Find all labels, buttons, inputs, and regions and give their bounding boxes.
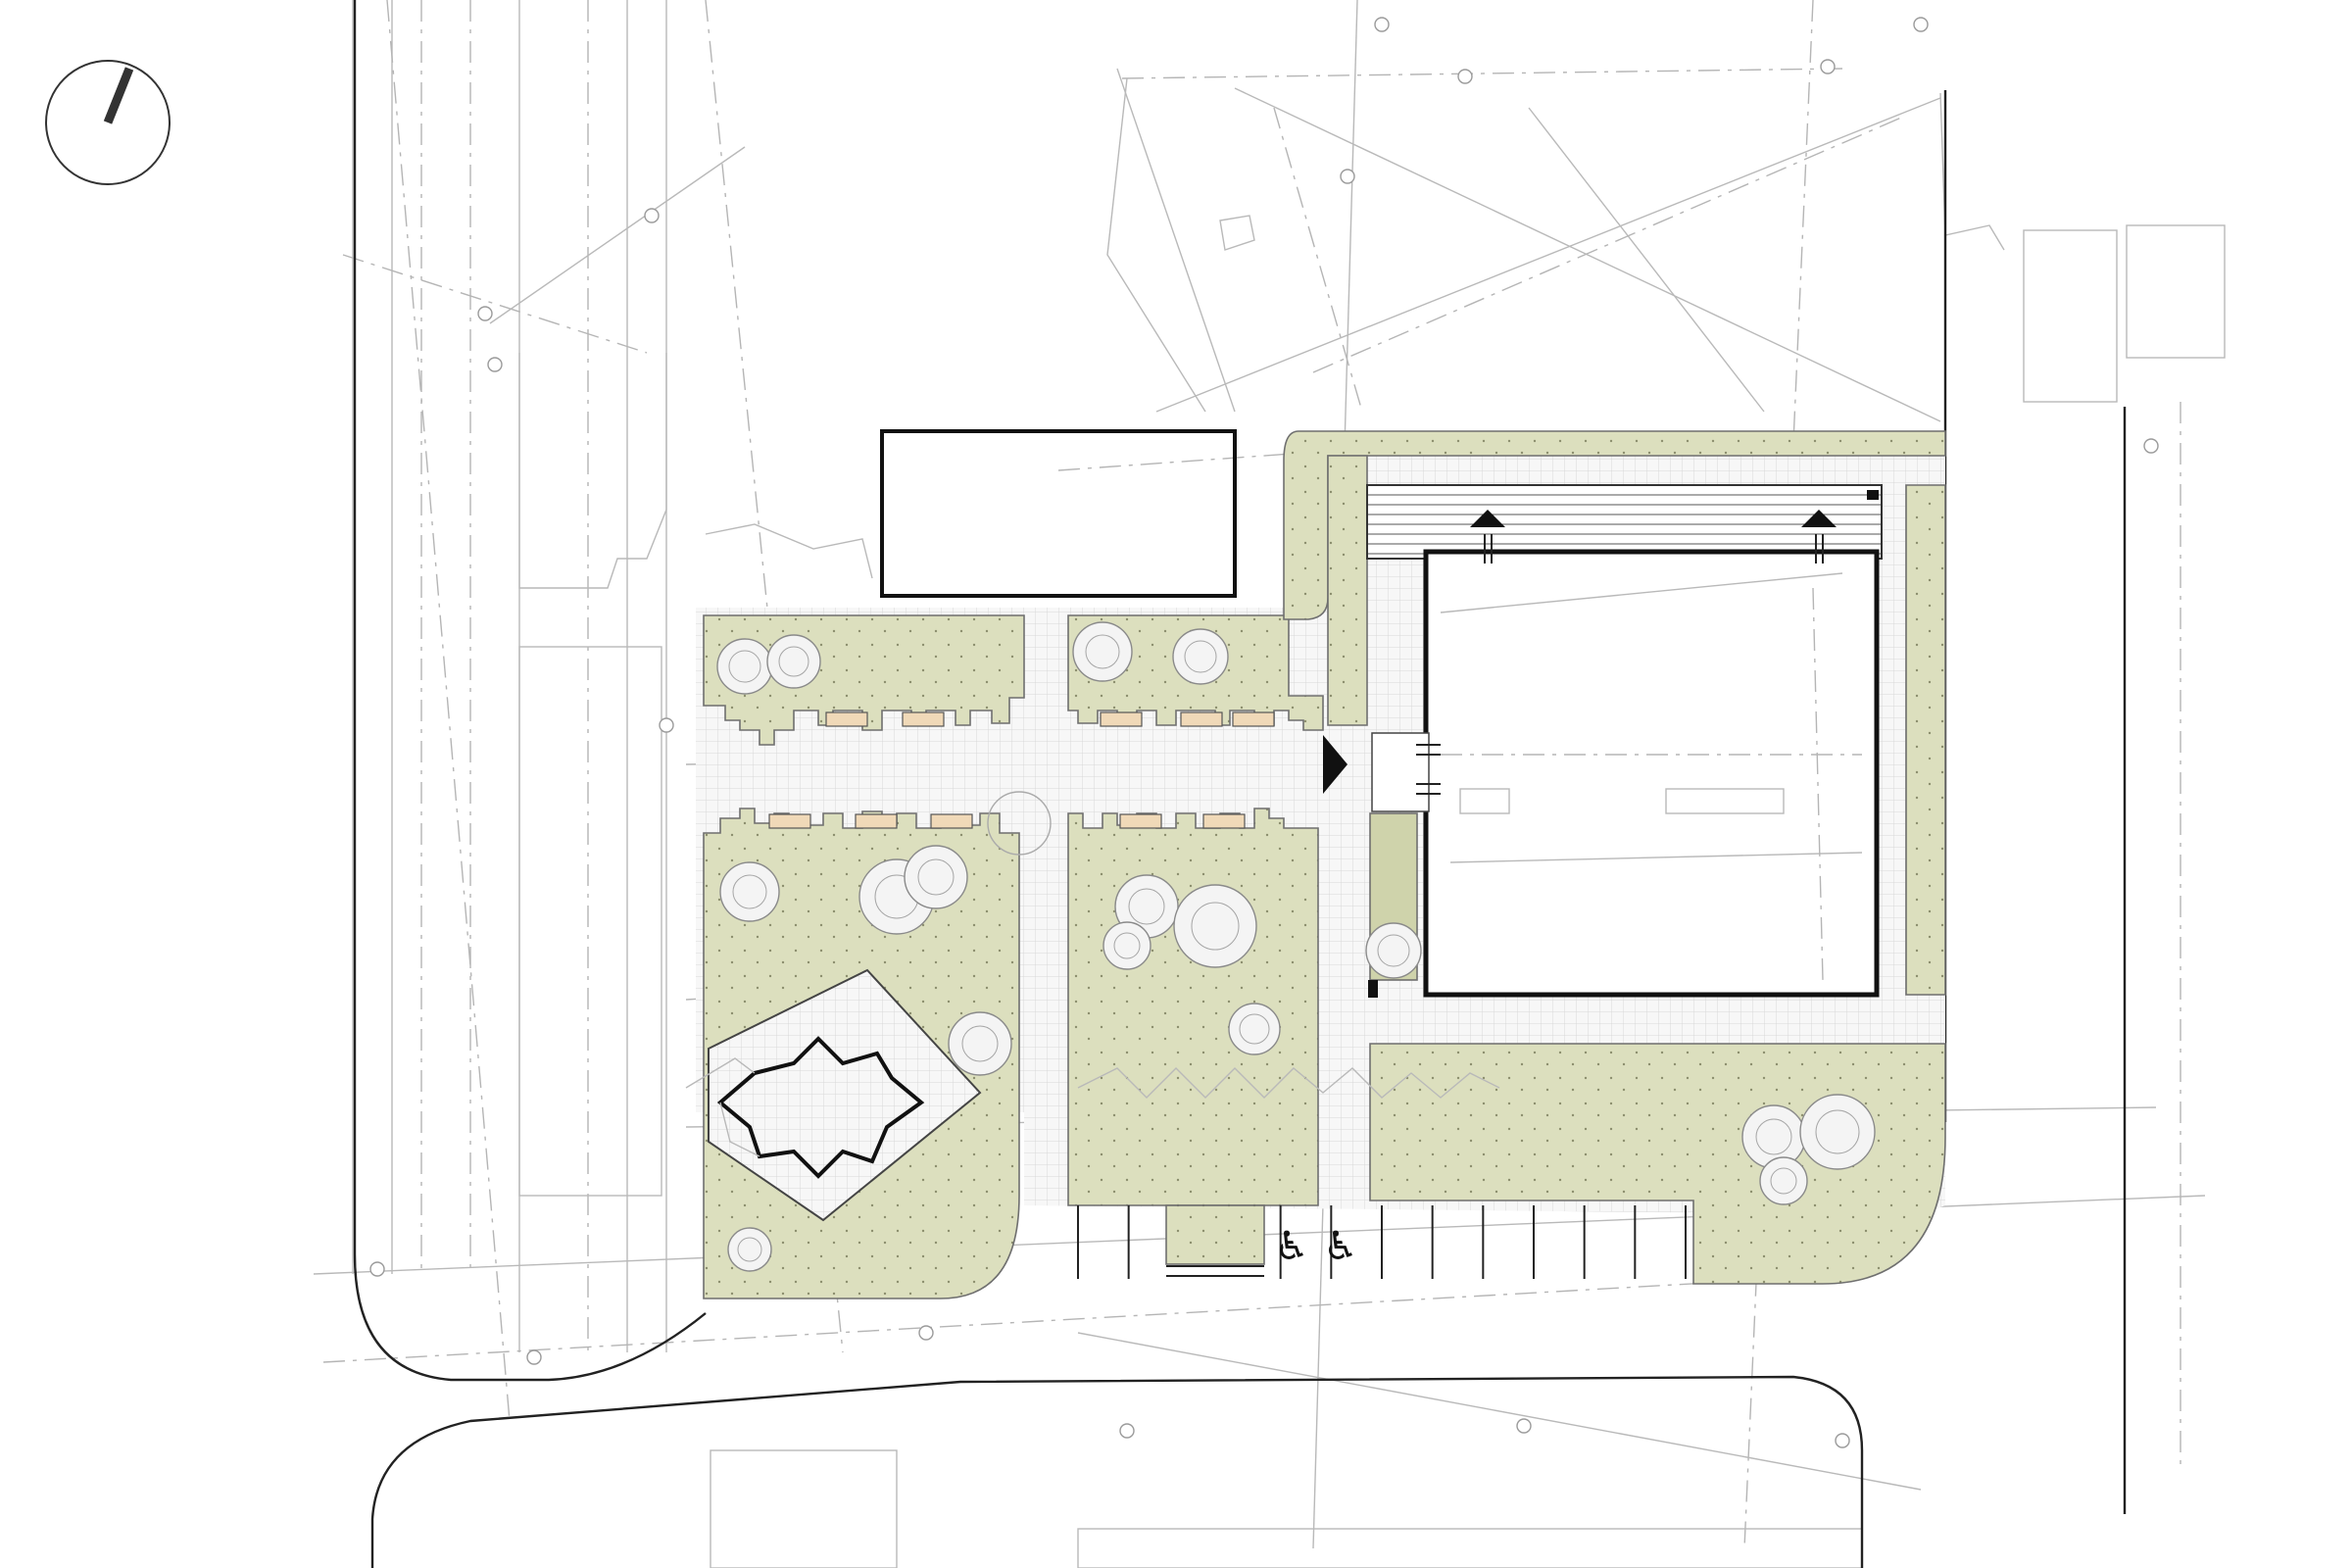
bench <box>1180 711 1223 727</box>
tree-canopy <box>948 1011 1012 1076</box>
entry-stair <box>1366 484 1883 560</box>
parking-area: ♿ ♿ <box>1077 1204 1687 1279</box>
entry-arrow-north-2 <box>1801 510 1837 527</box>
landscape-south-center <box>1067 808 1319 1206</box>
main-building-footprint <box>1423 549 1880 998</box>
tree-canopy <box>1741 1104 1806 1169</box>
bench <box>1100 711 1143 727</box>
main-building <box>1323 484 1883 998</box>
west-curb <box>353 0 707 1382</box>
tree-canopy <box>1173 884 1257 968</box>
tree-canopy <box>1072 621 1133 682</box>
accessible-stall-symbol: ♿ <box>1274 1224 1309 1269</box>
entry-arrow-north-1 <box>1470 510 1505 527</box>
west-entry-vestibule <box>1371 732 1430 812</box>
landscape-west-of-building <box>1327 455 1368 726</box>
pavilion-diamond-paving <box>708 968 982 1222</box>
bench <box>930 813 973 829</box>
tree-canopy <box>1172 628 1229 685</box>
entry-arrow-west <box>1323 735 1348 794</box>
tree-canopy <box>1759 1156 1808 1205</box>
tree-canopy <box>1228 1003 1281 1055</box>
parking-planter <box>1165 1204 1265 1265</box>
plaza-focal-circle <box>987 791 1052 856</box>
bench <box>1119 813 1162 829</box>
bench <box>902 711 945 727</box>
trees <box>716 621 1876 1272</box>
parking-stalls <box>1077 1205 1687 1279</box>
tree-canopy <box>1365 922 1422 979</box>
bench <box>768 813 811 829</box>
bench <box>1232 711 1275 727</box>
pavilion-star-outline <box>716 1036 925 1179</box>
benches <box>768 711 1275 829</box>
bench <box>825 711 868 727</box>
tree-canopy <box>1799 1094 1876 1170</box>
tree-canopy <box>727 1227 772 1272</box>
existing-building-north <box>880 429 1237 598</box>
tree-canopy <box>716 638 773 695</box>
tree-canopy <box>1102 921 1152 970</box>
north-arrow-icon <box>45 60 171 185</box>
tree-canopy <box>719 861 780 922</box>
bench <box>1202 813 1246 829</box>
tree-canopy <box>766 634 821 689</box>
landscape-path-zigzag <box>1077 1067 1500 1099</box>
accessible-stall-symbol: ♿ <box>1323 1224 1358 1269</box>
south-curb <box>370 1375 1864 1568</box>
tree-canopy <box>904 845 968 909</box>
garden-pavilion <box>685 968 982 1222</box>
landscape-east-strip <box>1905 484 1946 996</box>
bench <box>855 813 898 829</box>
landscape-southeast <box>1369 1043 1946 1285</box>
